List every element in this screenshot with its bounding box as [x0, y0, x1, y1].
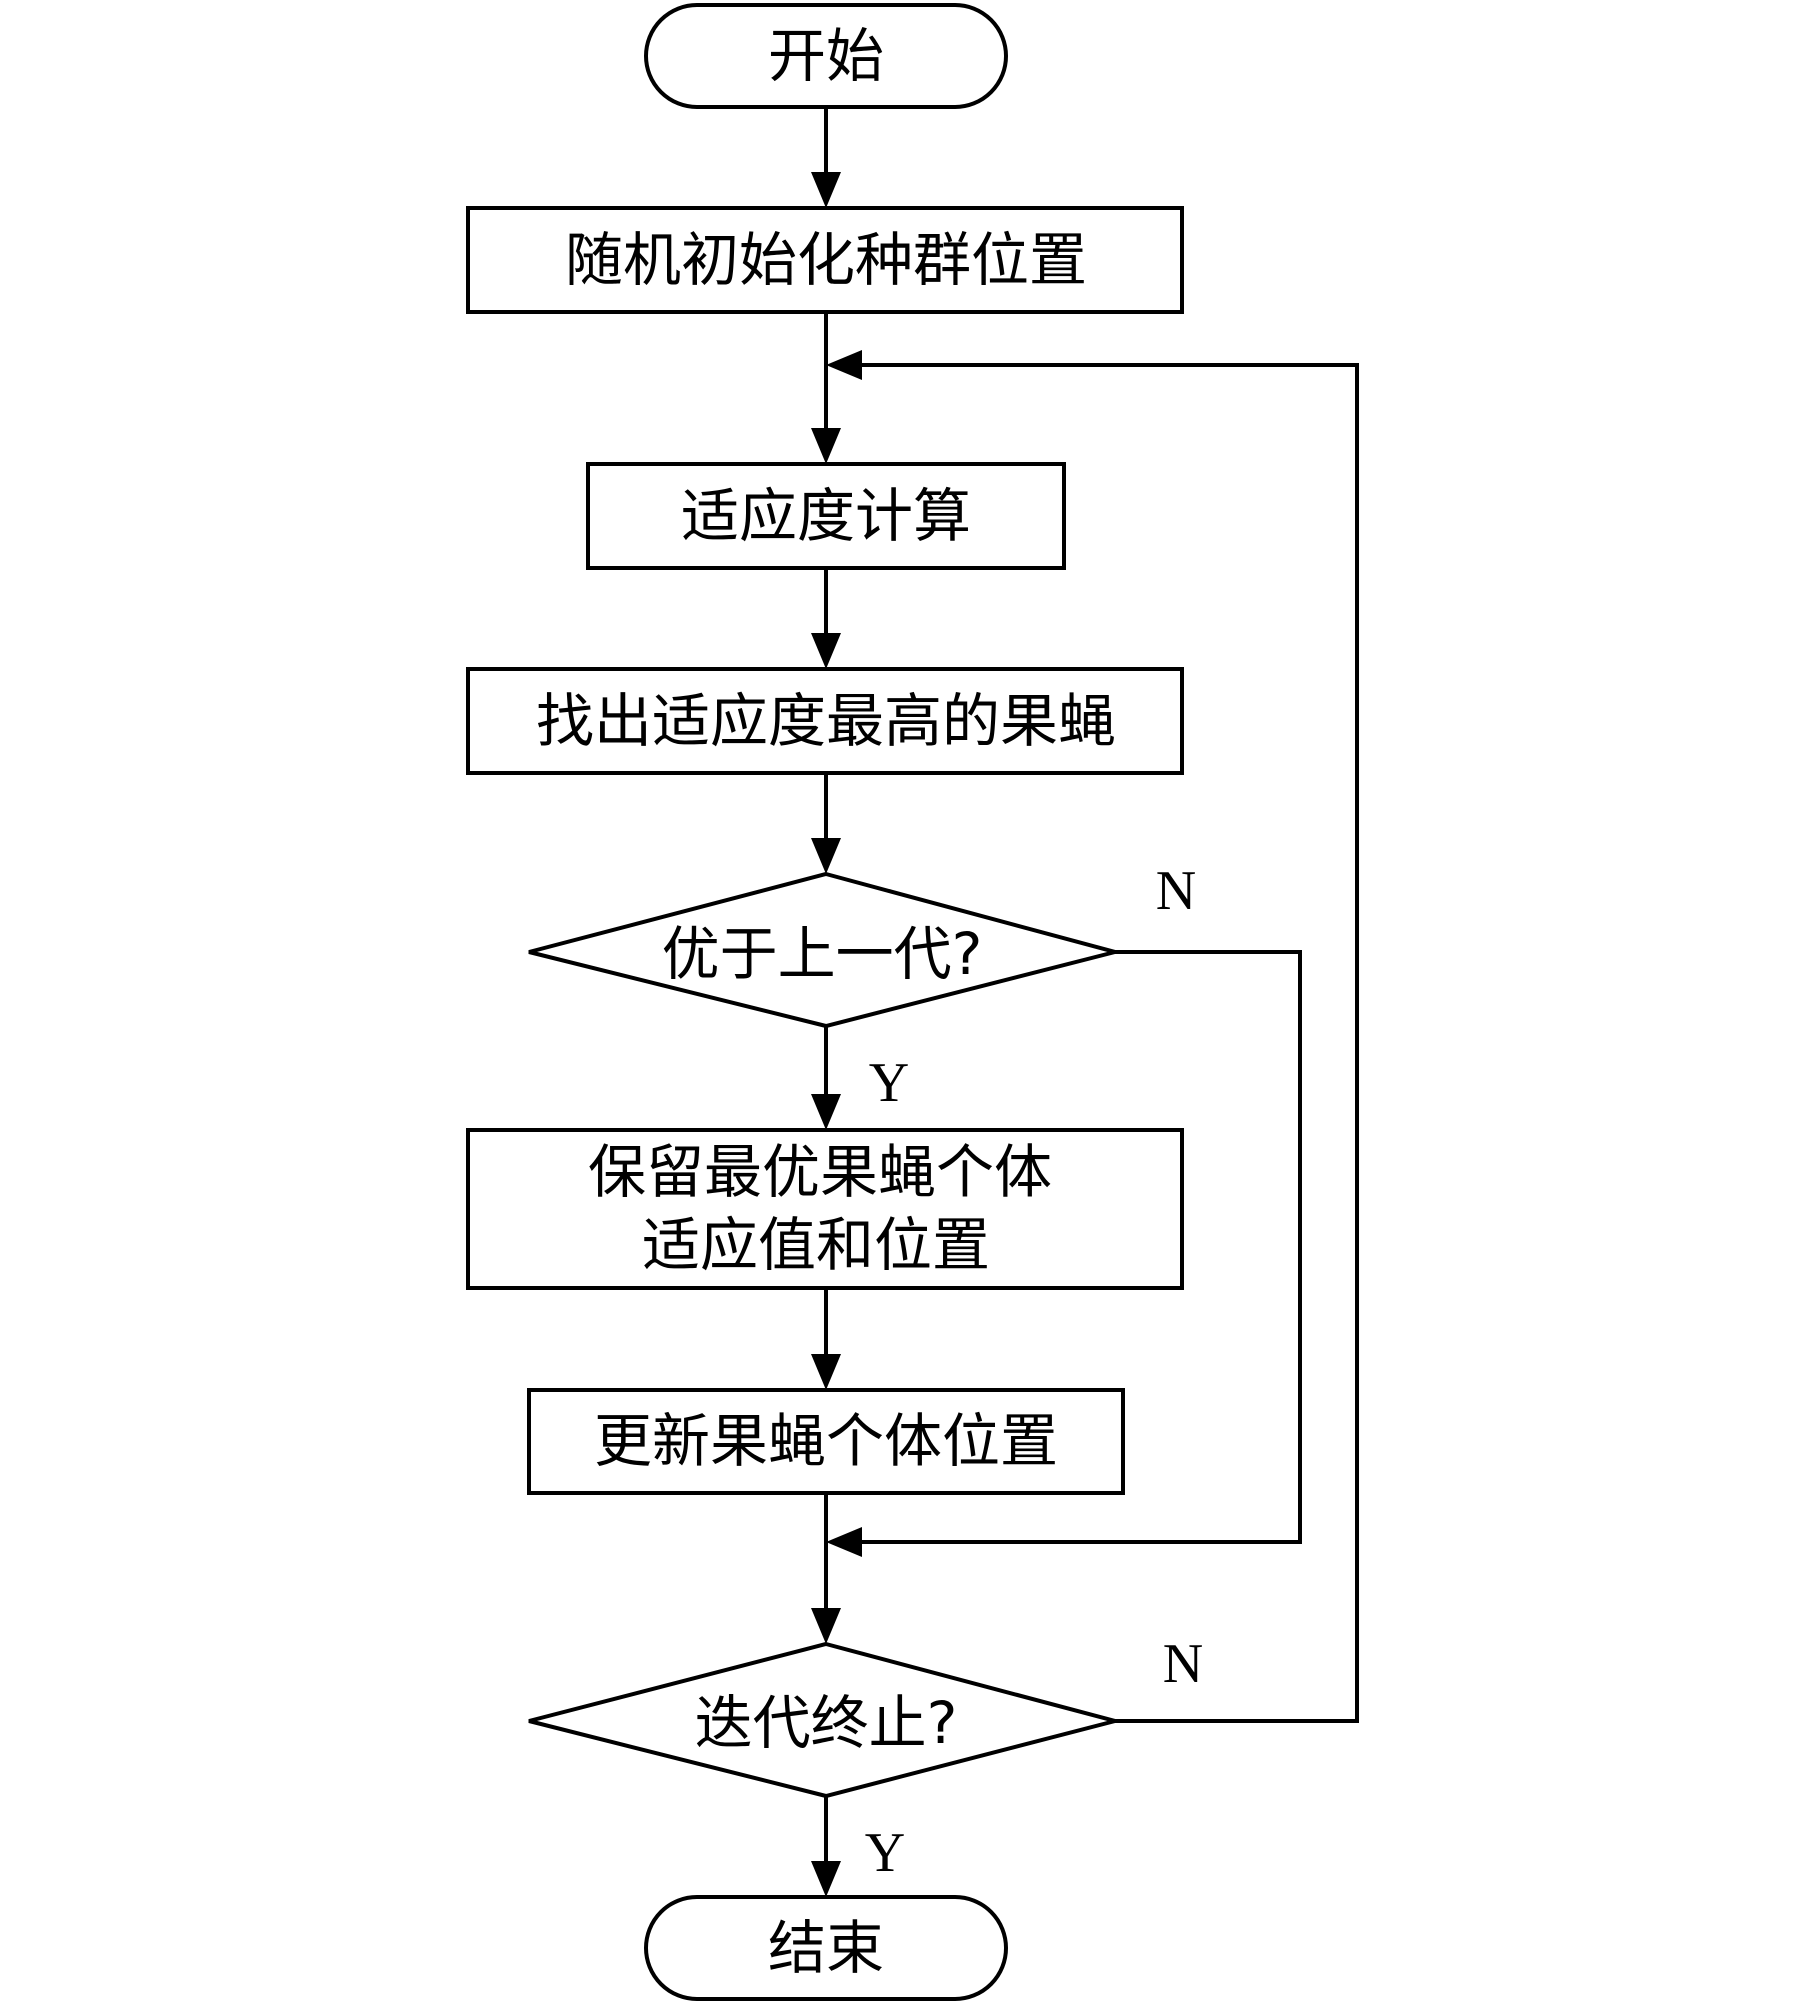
fitness-calc-label: 适应度计算 — [681, 482, 971, 550]
decision-terminate-diamond — [528, 1641, 1123, 1799]
update-positions-label: 更新果蝇个体位置 — [594, 1407, 1058, 1475]
keep-best-label-line2: 适应值和位置 — [642, 1211, 990, 1279]
decision-better-no-label: N — [1156, 860, 1196, 922]
arrowhead-to-init — [811, 172, 841, 208]
arrowheads — [811, 172, 862, 1897]
init-population-label: 随机初始化种群位置 — [565, 226, 1087, 294]
arrowhead-loop-merge-upper — [826, 350, 862, 380]
branch-labels: N Y N Y — [865, 860, 1203, 1884]
keep-best-box — [466, 1128, 1184, 1290]
start-terminator — [644, 3, 1008, 109]
decision-terminate-node: 迭代终止? — [528, 1641, 1123, 1799]
connectors — [824, 107, 1359, 1861]
find-best-node: 找出适应度最高的果蝇 — [466, 667, 1184, 775]
arrowhead-to-keep — [811, 1094, 841, 1130]
end-label: 结束 — [768, 1914, 884, 1982]
edge-decision2-no-loop — [853, 363, 1359, 1723]
end-terminator — [644, 1895, 1008, 2001]
update-positions-box — [527, 1388, 1125, 1495]
decision-better-node: 优于上一代? — [528, 871, 1123, 1029]
decision-better-diamond — [528, 871, 1123, 1029]
start-node: 开始 — [644, 3, 1008, 109]
decision-terminate-no-label: N — [1163, 1633, 1203, 1695]
decision-better-yes-label: Y — [869, 1052, 909, 1114]
keep-best-label-line1: 保留最优果蝇个体 — [588, 1138, 1052, 1206]
arrowhead-to-decision1 — [811, 838, 841, 874]
decision-terminate-label: 迭代终止? — [695, 1689, 958, 1757]
init-population-node: 随机初始化种群位置 — [466, 206, 1184, 314]
arrowhead-to-update — [811, 1354, 841, 1390]
start-label: 开始 — [768, 22, 884, 90]
update-positions-node: 更新果蝇个体位置 — [527, 1388, 1125, 1495]
arrowhead-to-decision2 — [811, 1608, 841, 1644]
find-best-label: 找出适应度最高的果蝇 — [536, 687, 1116, 755]
arrowhead-to-fitness — [811, 428, 841, 464]
decision-better-label: 优于上一代? — [662, 920, 983, 988]
keep-best-node: 保留最优果蝇个体 适应值和位置 — [466, 1128, 1184, 1290]
arrowhead-to-find — [811, 633, 841, 669]
arrowhead-to-end — [811, 1861, 841, 1897]
decision-terminate-yes-label: Y — [865, 1822, 905, 1884]
arrowhead-loop-merge-lower — [826, 1527, 862, 1557]
edge-decision1-no-loop — [853, 950, 1302, 1544]
fitness-calc-node: 适应度计算 — [586, 462, 1066, 570]
end-node: 结束 — [644, 1895, 1008, 2001]
fitness-calc-box — [586, 462, 1066, 570]
find-best-box — [466, 667, 1184, 775]
init-population-box — [466, 206, 1184, 314]
